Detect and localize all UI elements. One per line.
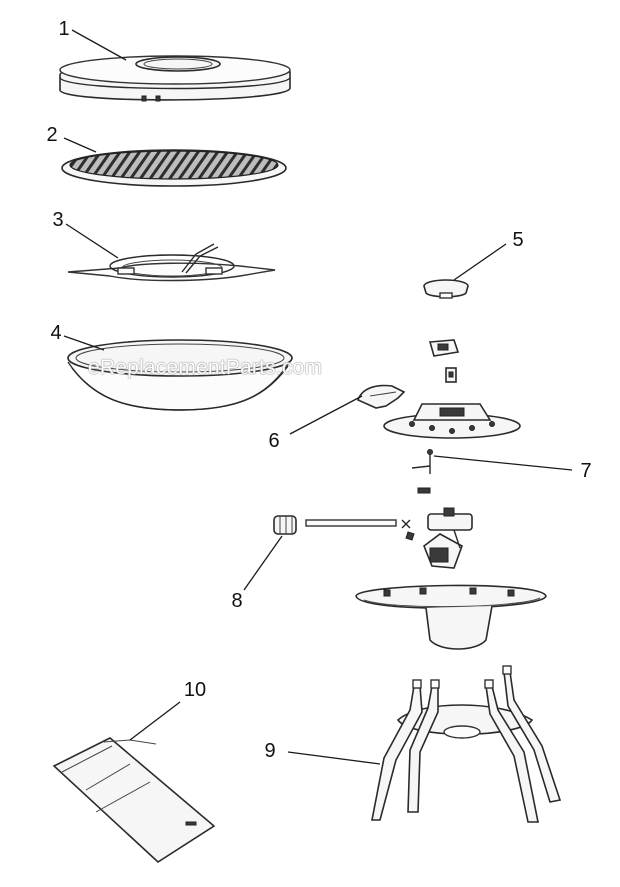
callout-10: 10: [183, 679, 207, 701]
callout-3: 3: [52, 209, 64, 231]
part-5-knob: [423, 279, 469, 299]
lower-housing: [355, 584, 547, 650]
callout-9: 9: [264, 740, 276, 762]
burner-plate: [383, 403, 521, 439]
part-9-stand: [371, 665, 562, 823]
callout-7: 7: [580, 460, 592, 482]
callout-1: 1: [58, 18, 70, 40]
part-4-bowl: [67, 339, 293, 411]
callout-2: 2: [46, 124, 58, 146]
watermark-text: eReplacementParts.com: [88, 356, 323, 379]
part-1-lid: [59, 55, 291, 102]
callout-6: 6: [268, 430, 280, 452]
part-3-heat-tent: [67, 243, 276, 282]
part-8-fitting: [273, 515, 415, 541]
leader-lines: [63, 29, 573, 765]
regulator-parts: [428, 339, 460, 383]
part-6-deflector: [357, 384, 406, 409]
part-10-carry-bag: [52, 737, 216, 864]
callout-8: 8: [231, 590, 243, 612]
part-7-igniter: [411, 449, 433, 494]
callout-4: 4: [50, 322, 62, 344]
valve-body: [423, 507, 473, 569]
callout-5: 5: [512, 229, 524, 251]
part-2-cooking-grate: [61, 149, 287, 187]
